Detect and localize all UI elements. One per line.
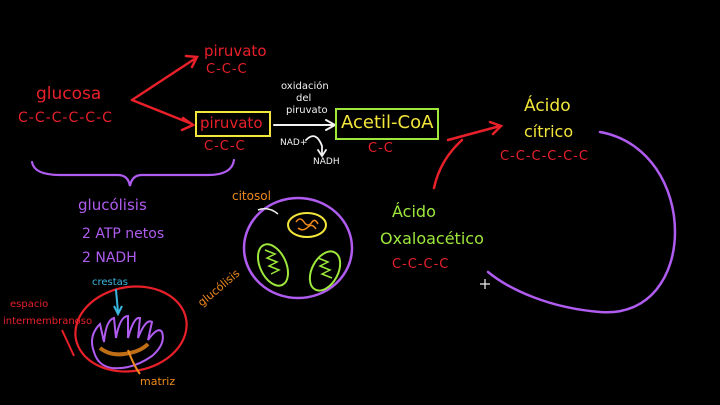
arrow-glucose-to-pyruvate-top <box>130 56 198 102</box>
oxaloacetate-branch <box>432 138 464 190</box>
matrix-pointer <box>127 349 141 375</box>
oxidation-label-line2: del <box>296 93 312 104</box>
nadh-arrowhead <box>317 149 327 158</box>
cell-mitochondrion-left <box>256 243 290 287</box>
glycolysis-nadh: 2 NADH <box>82 250 137 266</box>
pyruvate-top-name: piruvato <box>204 42 267 60</box>
glucose-chain: C-C-C-C-C-C <box>18 110 113 126</box>
acetylcoa-box <box>335 108 439 140</box>
arrowhead-top <box>184 54 199 69</box>
cell-membrane <box>242 196 354 300</box>
nad-to-nadh-curve <box>305 135 323 156</box>
oxidation-label-line1: oxidación <box>281 81 329 92</box>
intermembrane-label-line1: espacio <box>10 299 49 310</box>
pyruvate-box <box>195 111 271 137</box>
glycolysis-title: glucólisis <box>78 196 147 214</box>
citric-acid-name-line2: cítrico <box>524 122 574 141</box>
arrowhead-boxed <box>180 116 196 132</box>
intermembrane-pointer <box>61 329 75 357</box>
citric-acid-chain: C-C-C-C-C-C <box>500 149 589 164</box>
acetylcoa-chain: C-C <box>368 141 394 156</box>
matrix-label: matriz <box>140 375 176 388</box>
crestas-label: crestas <box>92 277 129 288</box>
acetylcoa-name: Acetil-CoA <box>341 112 434 133</box>
chromatin <box>295 218 319 231</box>
nucleus <box>287 212 327 238</box>
nadh-label: NADH <box>313 157 340 167</box>
oxaloacetic-acid-chain: C-C-C-C <box>392 257 450 272</box>
intermembrane-label-line2: intermembranoso <box>3 316 93 327</box>
oxaloacetic-acid-name-line1: Ácido <box>392 202 436 221</box>
arrow-to-citric-cycle <box>446 124 502 142</box>
glycolysis-bracket <box>30 158 236 187</box>
pen-cursor <box>480 279 490 289</box>
arrow-glucose-to-pyruvate-boxed <box>130 98 194 126</box>
cytosol-pointer <box>257 207 279 215</box>
matrix-fill <box>98 342 150 357</box>
crestas-arrowhead <box>113 305 123 317</box>
nad-label: NAD+ <box>280 138 308 148</box>
pyruvate-top-chain: C-C-C <box>206 62 248 77</box>
crestas-pointer <box>115 289 119 313</box>
cell-mitochondrion-right <box>308 250 342 292</box>
citric-acid-name-line1: Ácido <box>524 96 571 116</box>
pyruvate-boxed-chain: C-C-C <box>204 139 246 154</box>
pyruvate-boxed-name: piruvato <box>200 114 263 132</box>
krebs-cycle-arc <box>486 130 677 314</box>
oxaloacetic-acid-name-line2: Oxaloacético <box>380 229 484 248</box>
glucose-name: glucosa <box>36 84 102 104</box>
glycolysis-atp: 2 ATP netos <box>82 226 165 242</box>
inner-mitochondrial-membrane <box>91 314 164 370</box>
oxidation-label-line3: piruvato <box>286 105 328 116</box>
arrowhead-citric <box>488 120 504 136</box>
cytosol-label: citosol <box>232 189 271 203</box>
